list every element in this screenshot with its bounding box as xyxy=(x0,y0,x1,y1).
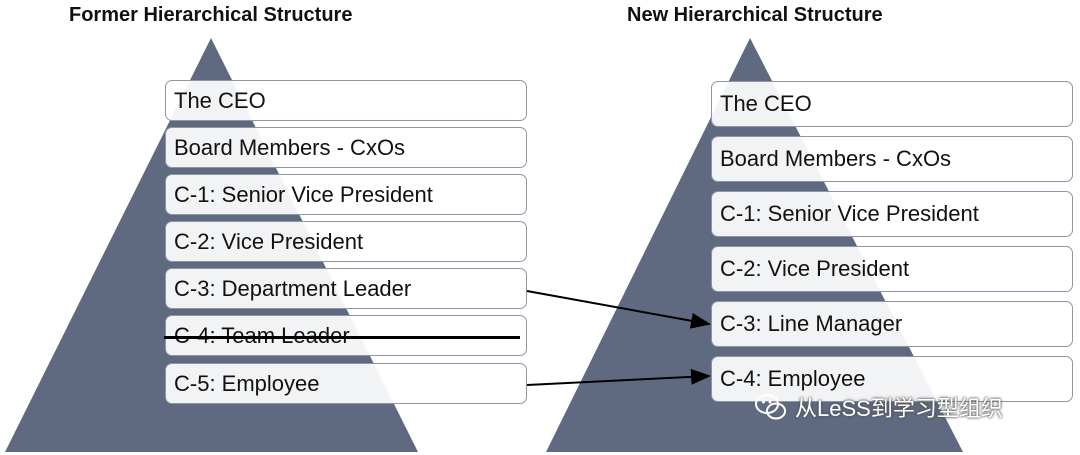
new-level-label: C-4: Employee xyxy=(720,366,866,391)
former-level-c1: C-1: Senior Vice President xyxy=(165,174,527,215)
new-structure-title: New Hierarchical Structure xyxy=(627,4,883,26)
new-level-c2: C-2: Vice President xyxy=(711,246,1073,292)
watermark: 从LeSS到学习型组织 xyxy=(755,390,1003,424)
former-level-label: The CEO xyxy=(174,87,266,113)
new-level-ceo: The CEO xyxy=(711,81,1073,127)
wechat-icon xyxy=(755,394,786,420)
former-level-label: C-2: Vice President xyxy=(174,228,364,254)
former-level-label: C-3: Department Leader xyxy=(174,275,412,301)
former-level-c2: C-2: Vice President xyxy=(165,221,527,262)
former-level-label: C-5: Employee xyxy=(174,370,320,396)
new-level-c3: C-3: Line Manager xyxy=(711,301,1073,347)
new-level-label: Board Members - CxOs xyxy=(720,146,952,171)
new-level-board: Board Members - CxOs xyxy=(711,136,1073,182)
former-level-ceo: The CEO xyxy=(165,80,527,121)
former-level-c5: C-5: Employee xyxy=(165,363,527,404)
former-level-label: C-1: Senior Vice President xyxy=(174,181,433,207)
new-level-c4: C-4: Employee xyxy=(711,356,1073,402)
new-level-label: C-1: Senior Vice President xyxy=(720,201,979,226)
new-level-label: C-3: Line Manager xyxy=(720,311,903,336)
former-structure-title: Former Hierarchical Structure xyxy=(69,4,353,26)
watermark-text: 从LeSS到学习型组织 xyxy=(795,396,1003,421)
new-level-c1: C-1: Senior Vice President xyxy=(711,191,1073,237)
new-pyramid xyxy=(546,38,963,452)
former-level-c4-removed: C-4: Team Leader xyxy=(164,315,527,356)
former-level-board: Board Members - CxOs xyxy=(165,127,527,168)
new-level-label: The CEO xyxy=(720,91,812,116)
former-level-label-struck: C-4: Team Leader xyxy=(164,322,520,348)
new-level-label: C-2: Vice President xyxy=(720,256,910,281)
former-level-c3: C-3: Department Leader xyxy=(165,268,527,309)
former-level-label: Board Members - CxOs xyxy=(174,134,406,160)
